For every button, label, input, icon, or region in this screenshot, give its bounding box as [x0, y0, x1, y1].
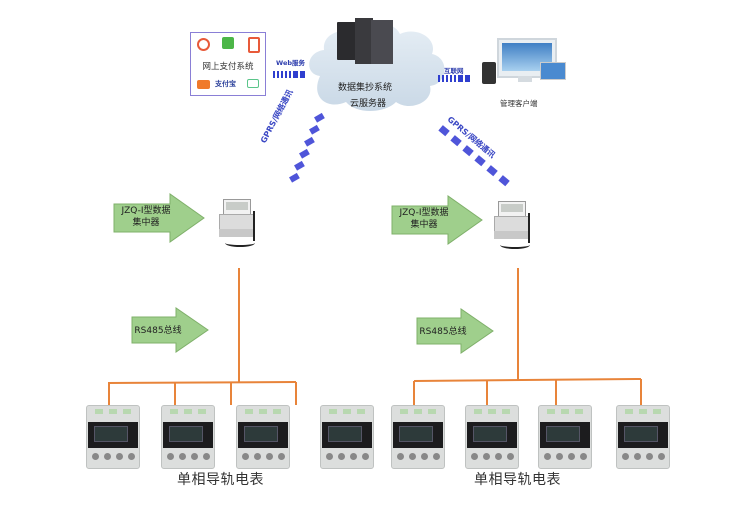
gprs-link-right [438, 125, 510, 187]
web-service-link [273, 71, 305, 78]
meter-left-2 [161, 405, 215, 469]
arrow-text-line1: JZQ-I型数据 [399, 208, 449, 218]
rs485-arrow-text-left: RS485总线 [134, 326, 182, 336]
meter-left-4 [320, 405, 374, 469]
monitor-stand [518, 76, 532, 82]
meter-right-2 [465, 405, 519, 469]
alipay-icon: 支付宝 [215, 80, 236, 88]
concentrator-arrow-text-right: JZQ-I型数据 集中器 [394, 207, 454, 231]
internet-label: 互联网 [444, 67, 464, 75]
meter-right-3 [538, 405, 592, 469]
bus-rail-right [413, 378, 642, 382]
transfer-icon [247, 79, 259, 88]
refund-icon [197, 38, 210, 51]
antenna-icon [528, 213, 530, 243]
rs485-arrow-text-right: RS485总线 [419, 327, 467, 337]
wechat-pay-icon [222, 37, 234, 49]
meter-right-1 [391, 405, 445, 469]
cloud-title: 数据集抄系统 [338, 83, 393, 93]
tablet-icon [482, 62, 496, 84]
bank-card-icon [197, 80, 210, 89]
internet-link [438, 75, 470, 82]
payment-system-title: 网上支付系统 [202, 62, 254, 72]
concentrator-device-left [217, 197, 257, 249]
concentrator-device-right [492, 199, 532, 251]
rs485-arrow-right [416, 308, 494, 354]
meter-left-1 [86, 405, 140, 469]
meter-group-label-right: 单相导轨电表 [474, 472, 561, 488]
mobile-pay-icon [248, 37, 260, 53]
antenna-icon [253, 211, 255, 241]
web-service-label: Web服务 [276, 59, 305, 67]
arrow-text-line2: 集中器 [132, 218, 160, 228]
arrow-text-line2: 集中器 [410, 220, 438, 230]
bus-rail-left [107, 381, 297, 384]
concentrator-arrow-right [391, 195, 483, 245]
server-tower-icon [355, 18, 373, 64]
cloud-subtitle: 云服务器 [350, 99, 387, 109]
laptop-icon [540, 62, 566, 80]
arrow-text-line1: JZQ-I型数据 [121, 206, 171, 216]
client-label: 管理客户端 [500, 99, 538, 108]
rs485-arrow-left [131, 307, 209, 353]
meter-group-label-left: 单相导轨电表 [177, 472, 264, 488]
server-tower-icon [337, 22, 357, 60]
meter-right-4 [616, 405, 670, 469]
concentrator-arrow-left [113, 193, 205, 243]
gprs-link-left [289, 112, 325, 183]
meter-left-3 [236, 405, 290, 469]
concentrator-arrow-text-left: JZQ-I型数据 集中器 [116, 205, 176, 229]
server-tower-icon [371, 20, 393, 64]
payment-system-box: 网上支付系统 支付宝 [190, 32, 266, 96]
